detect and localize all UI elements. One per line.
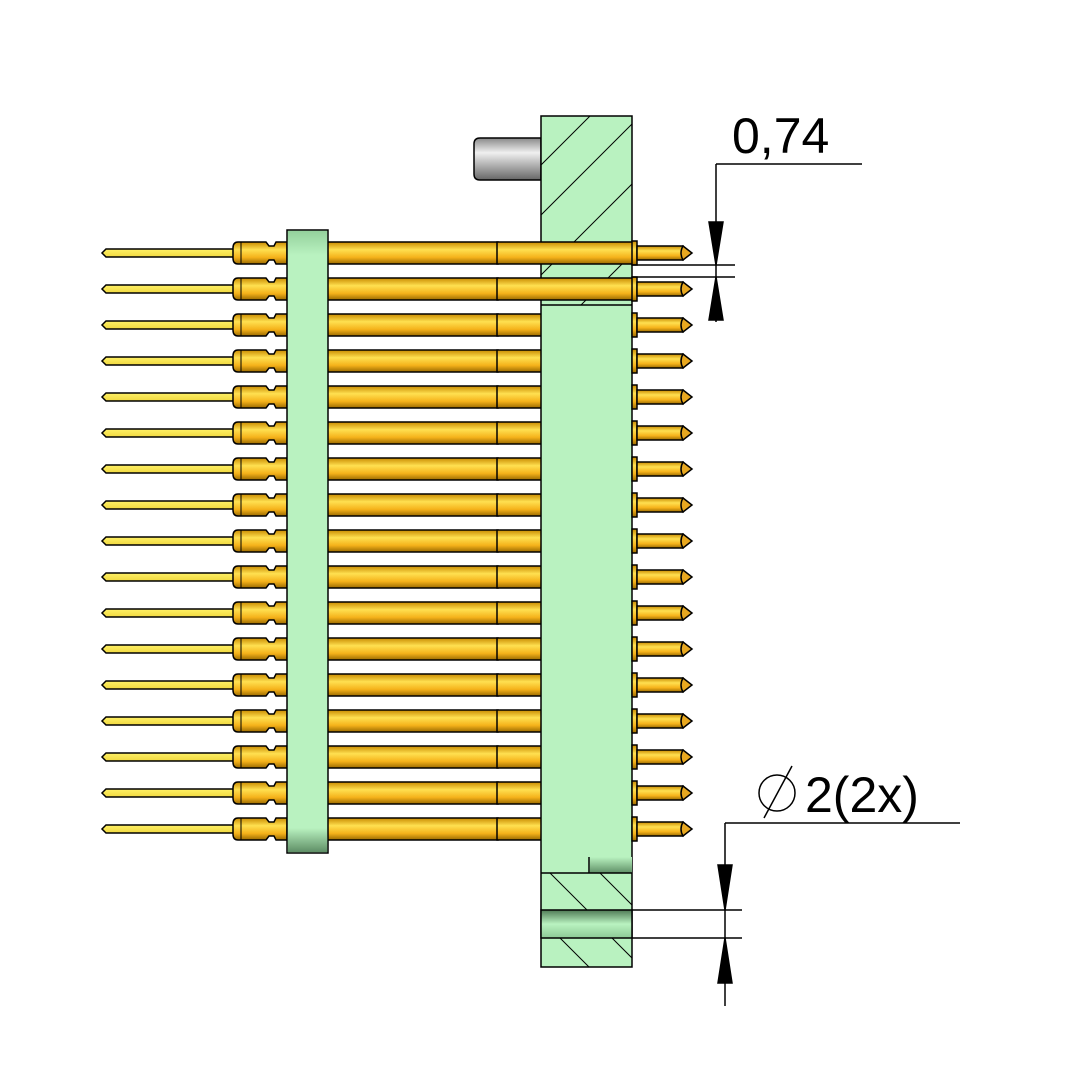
pin-tail (100, 248, 235, 258)
pin-tail (100, 428, 235, 438)
pin-tail (100, 680, 235, 690)
pin-rear-barrel (232, 709, 291, 733)
pin-tip (680, 676, 694, 694)
pin-front-barrel (496, 241, 634, 265)
pin-tail (100, 284, 235, 294)
pin-tail (100, 392, 235, 402)
pin-tail (100, 356, 235, 366)
housing-block (540, 115, 633, 968)
pin-plunger (631, 708, 694, 734)
diameter-icon (758, 765, 796, 819)
spring-pin-front (496, 241, 634, 265)
pin-tail (100, 752, 235, 762)
pin-plunger (631, 780, 694, 806)
pin-plunger (631, 456, 694, 482)
spring-pin-front (496, 277, 634, 301)
pin-rear-barrel (232, 313, 291, 337)
pin-plunger (631, 348, 694, 374)
pin-rear-barrel (232, 637, 291, 661)
pin-tail (100, 824, 235, 834)
pin-rear-barrel (232, 673, 291, 697)
pin-front-barrel (496, 277, 634, 301)
arrow-down-icon (717, 864, 733, 911)
arrow-down-icon (708, 221, 724, 266)
pin-rear-barrel (232, 817, 291, 841)
pin-rear-barrel (232, 421, 291, 445)
pin-tip (680, 316, 694, 334)
pin-plunger (631, 564, 694, 590)
dimension-hole-diameter (632, 822, 960, 1006)
dimension-pin-offset (632, 163, 862, 322)
pin-plunger (631, 600, 694, 626)
pin-tip (680, 568, 694, 586)
pin-tip (680, 604, 694, 622)
pin-rear-barrel (232, 493, 291, 517)
pin-rear-barrel (232, 385, 291, 409)
pin-tail (100, 572, 235, 582)
pin-tip (680, 460, 694, 478)
pin-rear-barrel (232, 565, 291, 589)
pin-tip (680, 712, 694, 730)
arrow-up-icon (708, 276, 724, 321)
pin-tail (100, 788, 235, 798)
pin-rear-barrel (232, 277, 291, 301)
pin-plunger (631, 636, 694, 662)
pin-plunger (631, 312, 694, 338)
pin-plunger (631, 528, 694, 554)
pin-plunger (631, 492, 694, 518)
arrow-up-icon (717, 937, 733, 984)
pins-front-layer (496, 240, 694, 842)
pin-tip (680, 784, 694, 802)
pin-tip (680, 496, 694, 514)
pin-tail (100, 464, 235, 474)
pin-tip (680, 532, 694, 550)
pin-rear-barrel (232, 781, 291, 805)
pin-tip (680, 748, 694, 766)
pin-tip (680, 820, 694, 838)
pin-rear-barrel (232, 457, 291, 481)
spring-pin (100, 241, 499, 265)
dimension-label-offset: 0,74 (732, 108, 829, 164)
pin-plunger (631, 276, 694, 302)
carrier-plate (286, 229, 329, 854)
pin-rear-barrel (232, 601, 291, 625)
pin-plunger (631, 816, 694, 842)
pin-tail (100, 716, 235, 726)
guide-pin (473, 137, 542, 181)
mounting-hole (540, 909, 633, 939)
pin-tip (680, 280, 694, 298)
pin-tail (100, 536, 235, 546)
pin-tip (680, 244, 694, 262)
pin-tip (680, 388, 694, 406)
pin-tip (680, 352, 694, 370)
pin-tail (100, 320, 235, 330)
pin-tail (100, 608, 235, 618)
pin-rear-barrel (232, 349, 291, 373)
pin-plunger (631, 384, 694, 410)
pin-tail (100, 644, 235, 654)
pin-plunger (631, 744, 694, 770)
dimension-label-diameter: 2(2x) (805, 767, 919, 823)
pin-plunger (631, 240, 694, 266)
pin-rear-barrel (232, 529, 291, 553)
pin-tip (680, 424, 694, 442)
pin-tail (100, 500, 235, 510)
pin-rear-barrel (232, 745, 291, 769)
pin-plunger (631, 420, 694, 446)
pin-rear-barrel (232, 241, 291, 265)
pin-plunger (631, 672, 694, 698)
pin-tip (680, 640, 694, 658)
